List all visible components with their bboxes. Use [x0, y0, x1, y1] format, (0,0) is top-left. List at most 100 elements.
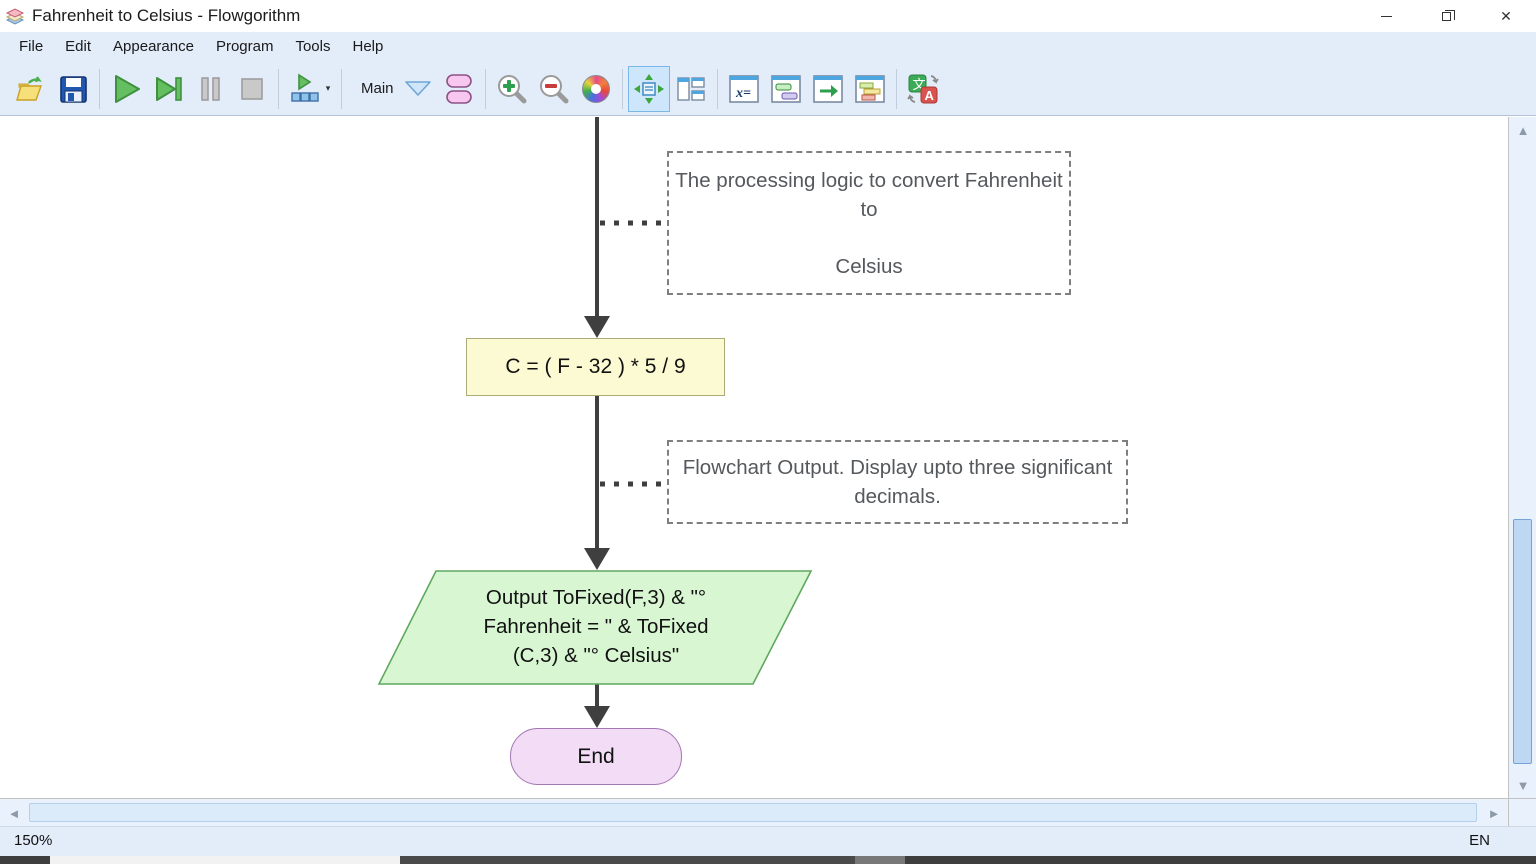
color-wheel-icon [581, 74, 610, 103]
output-line: (C,3) & "° Celsius" [512, 644, 680, 667]
scroll-right-button[interactable]: ► [1487, 805, 1501, 821]
chevron-down-icon [404, 80, 431, 96]
vertical-scroll-thumb[interactable] [1513, 519, 1532, 764]
console-button[interactable] [765, 66, 807, 112]
menu-edit[interactable]: Edit [65, 38, 92, 55]
colors-button[interactable] [575, 66, 617, 112]
run-icon [115, 74, 140, 103]
open-button[interactable] [10, 66, 52, 112]
vertical-scrollbar[interactable]: ▲ ▼ [1508, 117, 1536, 798]
variable-watch-glyph: x= [735, 86, 751, 101]
fit-window-icon [633, 73, 664, 104]
toolbar-separator [895, 68, 897, 109]
language-indicator: EN [1469, 832, 1490, 849]
zoom-in-button[interactable] [491, 66, 533, 112]
layout-icon [676, 76, 705, 101]
variable-watch-button[interactable]: x= [723, 66, 765, 112]
end-terminal-shape[interactable]: End [510, 728, 682, 785]
menu-file[interactable]: File [19, 38, 44, 55]
flowchart-canvas[interactable]: The processing logic to convert Fahrenhe… [0, 117, 1508, 798]
comment-shape-logic[interactable]: The processing logic to convert Fahrenhe… [667, 151, 1071, 295]
close-button[interactable]: ✕ [1476, 0, 1536, 32]
restore-icon [1441, 9, 1455, 21]
zoom-in-icon [497, 74, 527, 103]
horizontal-scrollbar[interactable]: ◄ ► [0, 798, 1508, 826]
close-icon: ✕ [1500, 7, 1512, 24]
toolbar: ▾ Main [0, 62, 1536, 116]
step-button[interactable] [147, 66, 189, 112]
open-icon [16, 75, 42, 101]
function-selector-label: Main [361, 80, 394, 97]
menu-appearance[interactable]: Appearance [113, 38, 194, 55]
taskbar-segment [905, 856, 1536, 864]
menu-bar: File Edit Appearance Program Tools Help [0, 32, 1536, 62]
functions-button[interactable] [438, 66, 480, 112]
function-selector-dropdown[interactable] [398, 66, 438, 112]
taskbar-segment [855, 856, 905, 864]
output-parallelogram[interactable] [377, 570, 813, 685]
save-icon [60, 75, 87, 103]
stop-icon [241, 77, 263, 100]
fit-to-window-button[interactable] [627, 65, 670, 112]
toolbar-separator [99, 68, 100, 109]
output-shape-text: Output ToFixed(F,3) & "° Fahrenheit = " … [440, 583, 752, 677]
save-button[interactable] [52, 66, 94, 112]
status-bar: 150% EN [0, 826, 1536, 856]
taskbar-segment [50, 856, 400, 864]
flowgorithm-logo-icon [5, 8, 25, 25]
stop-button[interactable] [231, 66, 273, 112]
comment-text: The processing logic to convert Fahrenhe… [675, 168, 1063, 221]
minimize-button[interactable] [1356, 0, 1416, 32]
variable-watch-icon: x= [728, 74, 759, 103]
zoom-out-icon [539, 74, 569, 103]
dropdown-caret-icon: ▾ [325, 83, 331, 93]
step-icon [156, 76, 182, 101]
horizontal-scroll-thumb[interactable] [29, 803, 1477, 822]
restore-button[interactable] [1416, 0, 1476, 32]
scroll-up-button[interactable]: ▲ [1516, 122, 1530, 138]
run-to-shape-button[interactable]: ▾ [284, 66, 336, 112]
flowchart-connectors [377, 117, 813, 728]
output-line: Fahrenheit = " & ToFixed [483, 615, 709, 638]
pause-icon [201, 76, 220, 101]
run-chart-icon [291, 73, 319, 102]
scroll-down-button[interactable]: ▼ [1516, 777, 1530, 793]
taskbar-segment [400, 856, 855, 864]
functions-icon [445, 73, 472, 104]
minimize-icon [1380, 15, 1392, 17]
zoom-level-indicator: 150% [14, 832, 53, 849]
run-button[interactable] [105, 66, 147, 112]
comment-text: Celsius [835, 254, 903, 278]
report-icon [854, 74, 885, 103]
output-line: Output ToFixed(F,3) & "° [485, 586, 707, 609]
toolbar-separator [278, 68, 279, 109]
end-label: End [577, 744, 615, 768]
comment-text: Flowchart Output. Display upto three sig… [682, 456, 1113, 508]
report-button[interactable] [849, 66, 891, 112]
zoom-out-button[interactable] [533, 66, 575, 112]
menu-program[interactable]: Program [215, 38, 274, 55]
pause-button[interactable] [189, 66, 231, 112]
assignment-shape[interactable]: C = ( F - 32 ) * 5 / 9 [466, 338, 725, 396]
output-window-button[interactable] [807, 66, 849, 112]
toolbar-separator [716, 68, 718, 109]
scroll-left-button[interactable]: ◄ [7, 805, 21, 821]
translate-icon: 文 A [906, 74, 939, 103]
window-controls: ✕ [1356, 0, 1536, 32]
toolbar-separator [341, 68, 342, 109]
taskbar-segment [0, 856, 50, 864]
scrollbar-corner [1508, 798, 1536, 826]
title-bar: Fahrenheit to Celsius - Flowgorithm ✕ [0, 0, 1536, 32]
toolbar-separator [621, 68, 623, 109]
window-title: Fahrenheit to Celsius - Flowgorithm [32, 6, 301, 25]
toolbar-separator [484, 68, 486, 109]
menu-tools[interactable]: Tools [295, 38, 331, 55]
layout-windows-button[interactable] [670, 66, 712, 112]
taskbar-edge [0, 856, 1536, 864]
comment-shape-output[interactable]: Flowchart Output. Display upto three sig… [667, 440, 1128, 524]
translate-target-glyph: A [924, 88, 934, 103]
menu-help[interactable]: Help [352, 38, 384, 55]
console-icon [770, 74, 801, 103]
translate-button[interactable]: 文 A [902, 66, 944, 112]
